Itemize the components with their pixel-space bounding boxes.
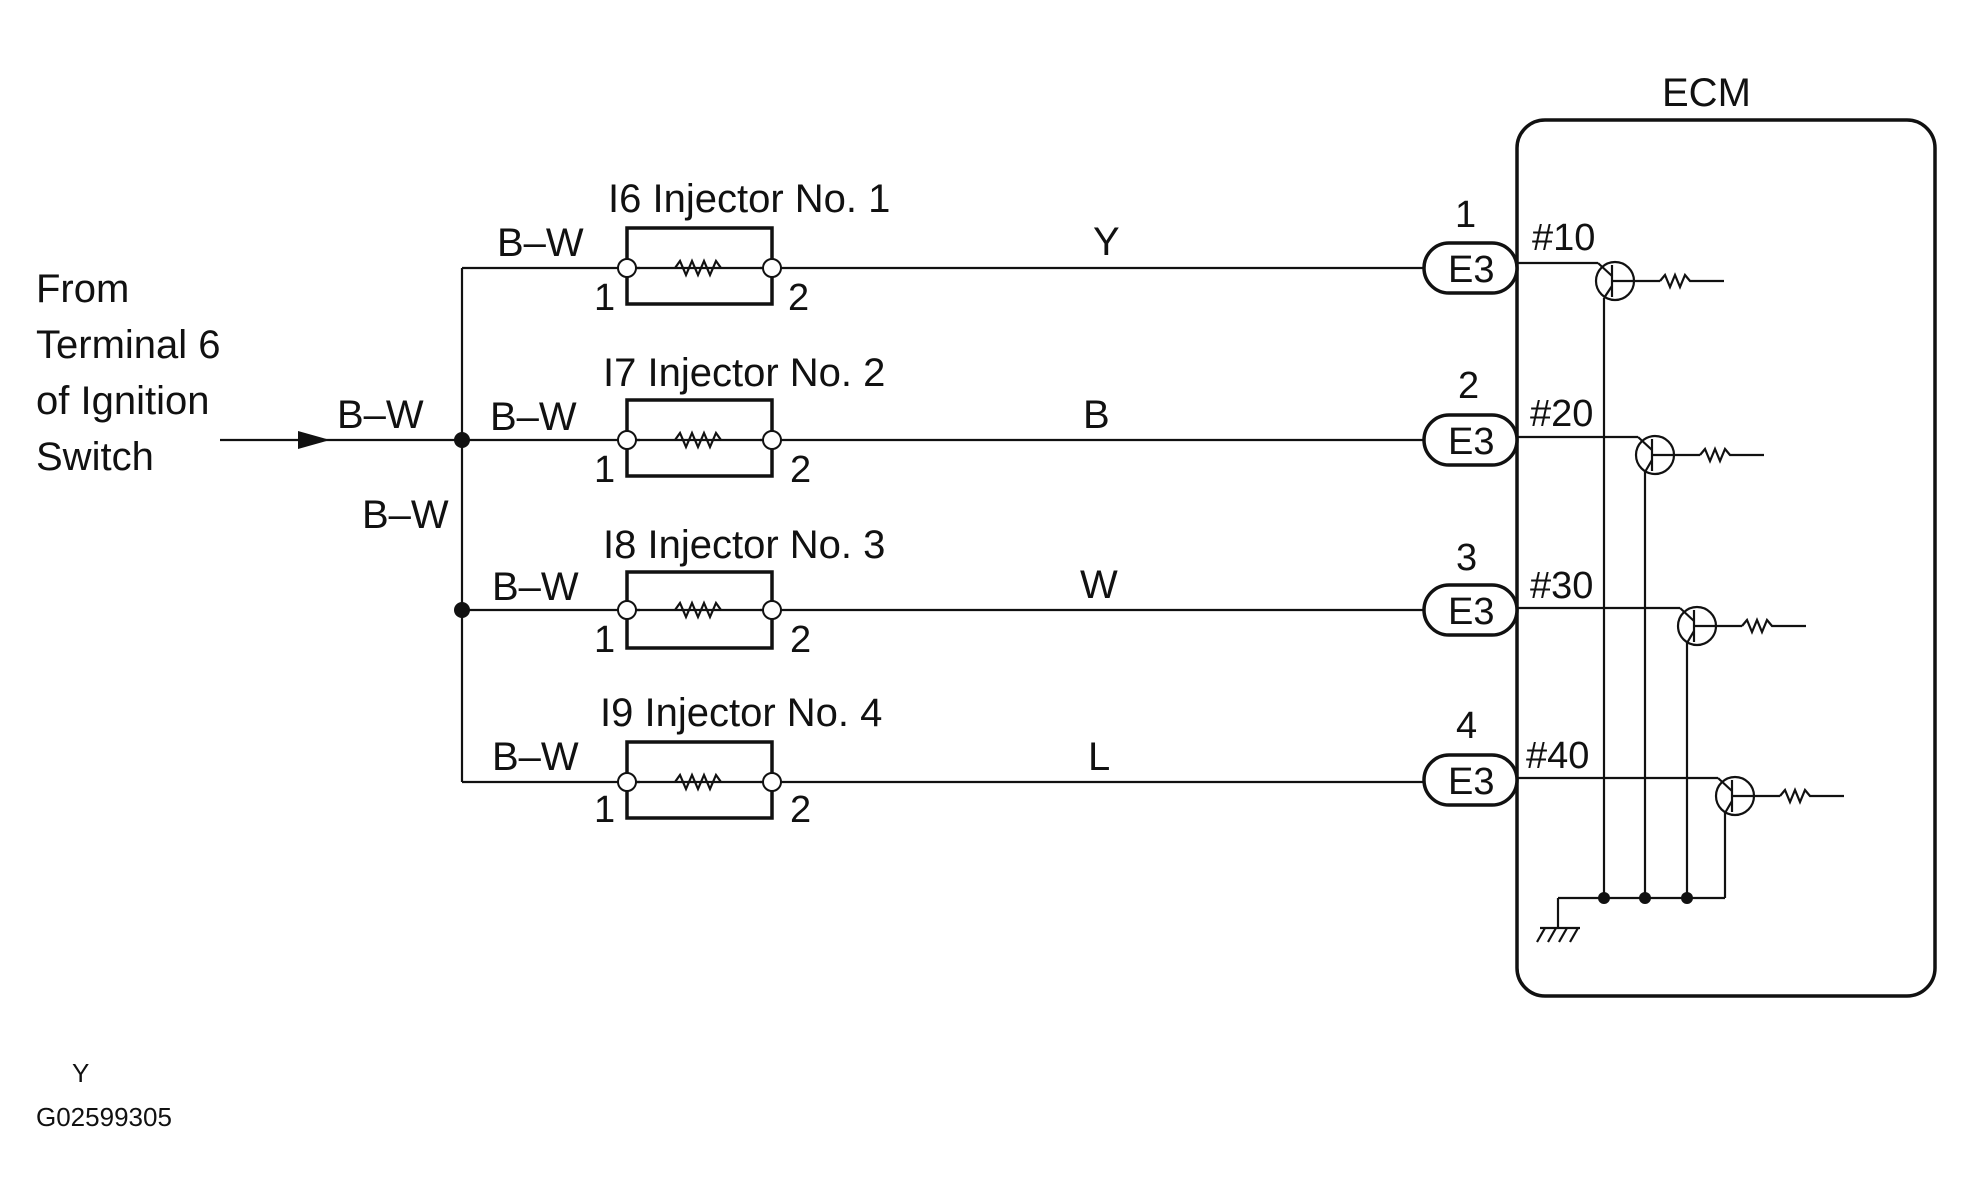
junction-dot — [1639, 892, 1651, 904]
ecm-terminal: #30 — [1530, 565, 1593, 607]
connector-label: E3 — [1448, 761, 1494, 803]
pin-in: 1 — [594, 789, 615, 831]
source-line-4: Switch — [36, 435, 154, 479]
injector-label: I6 Injector No. 1 — [608, 177, 890, 221]
in-wire-color: B–W — [490, 395, 577, 439]
ecm-terminal: #20 — [1530, 393, 1593, 435]
feed-wire-color: B–W — [337, 393, 424, 437]
ecm-terminal: #40 — [1526, 735, 1589, 777]
transistor-icon — [1714, 775, 1844, 817]
in-wire-color: B–W — [497, 221, 584, 265]
ecm-connector-1: E3 1 #10 — [1422, 194, 1724, 898]
circuit-row-2: B–W I7 Injector No. 2 1 2 B — [462, 351, 1428, 491]
pin-in: 1 — [594, 619, 615, 661]
circuit-row-1: B–W I6 Injector No. 1 1 2 Y — [462, 177, 1428, 319]
transistor-icon — [1634, 434, 1764, 476]
terminal-icon — [617, 430, 637, 450]
terminal-icon — [762, 258, 782, 278]
circuit-row-3: B–W I8 Injector No. 3 1 2 W — [462, 523, 1428, 661]
out-wire-color: L — [1088, 735, 1110, 779]
ecm-pin: 1 — [1455, 194, 1476, 236]
resistor-icon — [674, 600, 722, 620]
pin-out: 2 — [788, 277, 809, 319]
terminal-icon — [762, 430, 782, 450]
feed-wire: B–W — [220, 393, 462, 449]
pin-out: 2 — [790, 619, 811, 661]
footer: Y G02599305 — [36, 1058, 172, 1132]
resistor-icon — [674, 772, 722, 792]
terminal-icon — [762, 772, 782, 792]
arrow-right-icon — [298, 431, 330, 449]
circuit-row-4: B–W I9 Injector No. 4 1 2 L — [462, 691, 1428, 831]
source-label: From Terminal 6 of Ignition Switch — [36, 267, 221, 479]
ground-icon — [1536, 926, 1580, 943]
footer-letter: Y — [72, 1058, 89, 1088]
pin-in: 1 — [594, 277, 615, 319]
ecm-pin: 4 — [1456, 705, 1477, 747]
bus-wire-color: B–W — [362, 493, 449, 537]
terminal-icon — [617, 258, 637, 278]
pin-in: 1 — [594, 449, 615, 491]
resistor-icon — [674, 430, 722, 450]
power-bus: B–W — [362, 268, 470, 782]
connector-pill — [1422, 753, 1519, 807]
connector-label: E3 — [1448, 249, 1494, 291]
terminal-icon — [762, 600, 782, 620]
junction-dot — [1598, 892, 1610, 904]
out-wire-color: B — [1083, 393, 1110, 437]
ecm-pin: 3 — [1456, 537, 1477, 579]
connector-pill — [1422, 241, 1519, 295]
in-wire-color: B–W — [492, 565, 579, 609]
injector-label: I9 Injector No. 4 — [600, 691, 882, 735]
connector-label: E3 — [1448, 591, 1494, 633]
ecm-connector-3: E3 3 #30 — [1422, 537, 1806, 898]
source-line-1: From — [36, 267, 129, 311]
ecm-label: ECM — [1662, 71, 1751, 115]
terminal-icon — [617, 600, 637, 620]
junction-dot — [1681, 892, 1693, 904]
injector-label: I7 Injector No. 2 — [603, 351, 885, 395]
pin-out: 2 — [790, 449, 811, 491]
transistor-icon — [1594, 260, 1724, 302]
transistor-icon — [1676, 605, 1806, 647]
ecm-connector-2: E3 2 #20 — [1422, 365, 1764, 898]
connector-pill — [1422, 583, 1519, 637]
out-wire-color: Y — [1093, 220, 1120, 264]
ecm-terminal: #10 — [1532, 217, 1595, 259]
figure-code: G02599305 — [36, 1102, 172, 1132]
source-line-3: of Ignition — [36, 379, 209, 423]
out-wire-color: W — [1080, 563, 1118, 607]
ground-bus — [1536, 892, 1725, 943]
in-wire-color: B–W — [492, 735, 579, 779]
pin-out: 2 — [790, 789, 811, 831]
injector-label: I8 Injector No. 3 — [603, 523, 885, 567]
connector-pill — [1422, 413, 1519, 467]
ecm-connector-4: E3 4 #40 — [1422, 705, 1844, 898]
resistor-icon — [674, 258, 722, 278]
connector-label: E3 — [1448, 421, 1494, 463]
terminal-icon — [617, 772, 637, 792]
ecm-pin: 2 — [1458, 365, 1479, 407]
source-line-2: Terminal 6 — [36, 323, 221, 367]
